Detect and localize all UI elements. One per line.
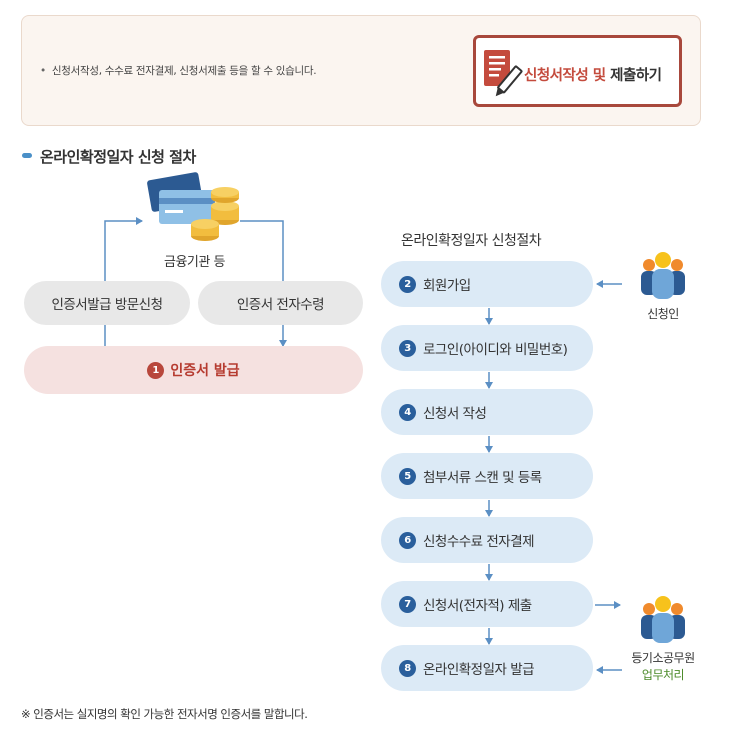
step-label: 로그인(아이디와 비밀번호): [423, 342, 568, 358]
step-number-badge: 4: [399, 403, 416, 421]
step-number-badge: 2: [399, 275, 416, 293]
step-label: 회원가입: [423, 278, 471, 294]
step-write-application: 4 신청서 작성: [381, 389, 593, 435]
section-title: 온라인확정일자 신청 절차: [22, 146, 196, 167]
electronic-receive-box: 인증서 전자수령: [198, 281, 363, 325]
step-signup: 2 회원가입: [381, 261, 593, 307]
step-number-badge: 7: [399, 595, 416, 613]
step-label: 신청서 작성: [423, 406, 487, 422]
apply-submit-button[interactable]: 신청서작성 및 제출하기: [473, 35, 682, 107]
step-number-badge: 3: [399, 339, 416, 357]
step-number-badge: 8: [399, 659, 416, 677]
document-pen-icon: [484, 50, 523, 97]
step-submit-application: 7 신청서(전자적) 제출: [381, 581, 593, 627]
step-login: 3 로그인(아이디와 비밀번호): [381, 325, 593, 371]
step-scan-attachments: 5 첨부서류 스캔 및 등록: [381, 453, 593, 499]
step-label: 신청수수료 전자결제: [423, 534, 535, 550]
certificate-issue-box: 1 인증서 발급: [24, 346, 363, 394]
applicant-label: 신청인: [647, 307, 679, 321]
step-issue-date: 8 온라인확정일자 발급: [381, 645, 593, 691]
procedure-title: 온라인확정일자 신청절차: [401, 233, 542, 249]
step-label: 첨부서류 스캔 및 등록: [423, 470, 542, 486]
official-label: 등기소공무원 업무처리: [620, 649, 706, 683]
institution-label: 금융기관 등: [164, 255, 225, 270]
notice-box: 신청서작성, 수수료 전자결제, 신청서제출 등을 할 수 있습니다. 신청서작…: [21, 15, 701, 126]
step-label: 신청서(전자적) 제출: [423, 598, 532, 614]
step-number-badge: 6: [399, 531, 416, 549]
step-number-badge: 1: [147, 361, 165, 379]
official-label-line1: 등기소공무원: [631, 651, 695, 665]
step-number-badge: 5: [399, 467, 416, 485]
official-label-line2: 업무처리: [641, 668, 685, 682]
people-icon: [641, 252, 685, 299]
notice-text: 신청서작성, 수수료 전자결제, 신청서제출 등을 할 수 있습니다.: [40, 63, 317, 78]
step-fee-payment: 6 신청수수료 전자결제: [381, 517, 593, 563]
people-icon: [641, 596, 685, 643]
apply-button-label: 신청서작성 및 제출하기: [524, 68, 662, 84]
cards-coins-icon: [147, 172, 239, 241]
visit-apply-box: 인증서발급 방문신청: [24, 281, 190, 325]
footnote: ※ 인증서는 실지명의 확인 가능한 전자서명 인증서를 말합니다.: [21, 707, 308, 721]
certificate-issue-label: 인증서 발급: [170, 363, 240, 379]
step-label: 온라인확정일자 발급: [423, 662, 535, 678]
